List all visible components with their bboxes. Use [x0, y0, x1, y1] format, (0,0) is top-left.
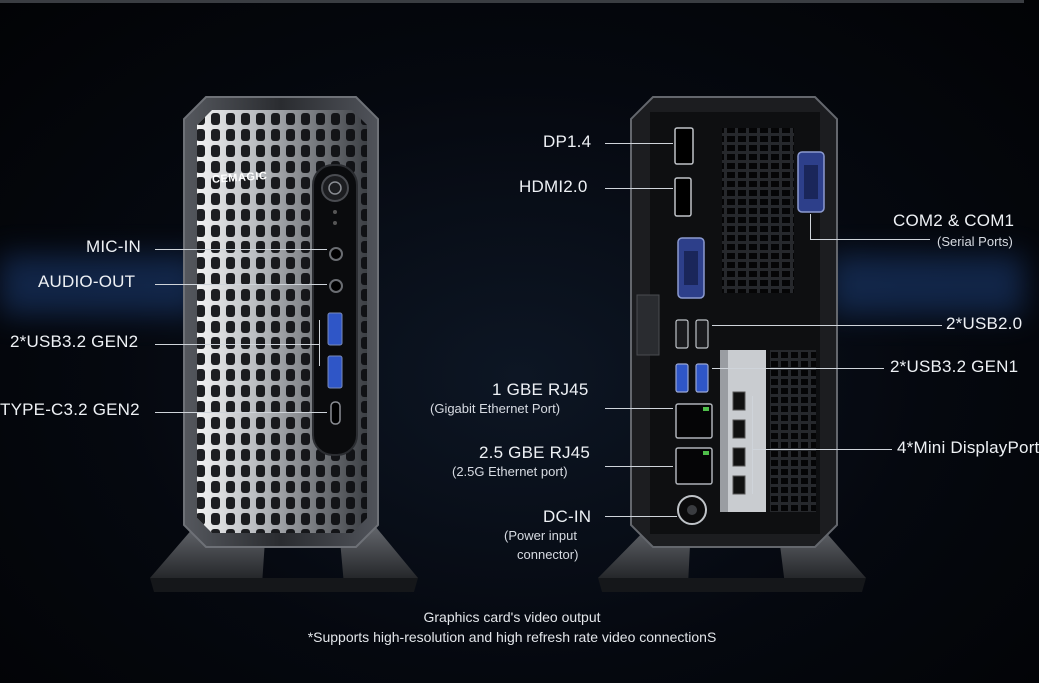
- leader-usb20: [712, 325, 942, 326]
- front-io-strip: [312, 164, 358, 456]
- label-gbe-sub: (Gigabit Ethernet Port): [430, 401, 561, 416]
- dc-in-center: [687, 505, 697, 515]
- label-dc-in-sub1: (Power input: [504, 528, 577, 543]
- upper-vent-holes: [722, 128, 794, 293]
- hdmi-port: [674, 177, 692, 217]
- caption-line-1: Graphics card's video output: [423, 609, 601, 625]
- label-dp: DP1.4: [543, 132, 592, 151]
- front-usb-c: [330, 401, 341, 425]
- leader-audio-out: [155, 284, 327, 285]
- rear-pc: [598, 96, 866, 592]
- leader-dc-in: [605, 516, 677, 517]
- power-icon: [328, 181, 342, 195]
- front-usb-a-1: [327, 312, 343, 346]
- leader-com: [810, 239, 930, 240]
- label-mic-in: MIC-IN: [86, 237, 142, 256]
- front-pc: [150, 96, 418, 592]
- front-usb-a-2: [327, 355, 343, 389]
- rj45-port-1: [675, 403, 713, 439]
- led-1: [333, 210, 337, 214]
- usb20-port-1: [675, 319, 689, 349]
- label-mini-dp: 4*Mini DisplayPort: [897, 438, 1039, 457]
- label-front-usb32: 2*USB3.2 GEN2: [10, 332, 139, 351]
- leader-gbe25: [605, 466, 673, 467]
- right-blue-glow: [830, 255, 1024, 315]
- leader-gbe: [605, 408, 673, 409]
- leader-dp: [605, 143, 673, 144]
- com-pin-block-2: [684, 251, 698, 285]
- lower-vent-holes: [770, 350, 816, 512]
- rj45-port-2: [675, 447, 713, 485]
- mini-dp-3: [732, 447, 746, 467]
- mic-jack: [329, 247, 343, 261]
- side-latch: [636, 294, 660, 356]
- label-dc-in: DC-IN: [543, 507, 592, 526]
- caption-line-2: *Supports high-resolution and high refre…: [307, 629, 717, 645]
- power-button: [321, 174, 349, 202]
- rj45-led-1: [703, 407, 709, 411]
- audio-jack: [329, 279, 343, 293]
- label-gbe25: 2.5 GBE RJ45: [479, 443, 591, 462]
- leader-mini-dp: [752, 449, 892, 450]
- label-usb20: 2*USB2.0: [946, 314, 1023, 333]
- usb32-port-1: [675, 363, 689, 393]
- mini-dp-4: [732, 475, 746, 495]
- mini-dp-2: [732, 419, 746, 439]
- gpu-bracket-shade: [720, 350, 728, 512]
- leader-mic-in: [155, 249, 327, 250]
- front-stand-foot: [150, 578, 418, 592]
- mini-dp-1: [732, 391, 746, 411]
- leader-com-vertical: [810, 214, 811, 240]
- left-blue-glow: [0, 255, 200, 315]
- leader-front-typec: [155, 412, 327, 413]
- top-edge-bar: [0, 0, 1024, 3]
- label-dc-in-sub2: connector): [517, 547, 579, 562]
- com-pin-block-1: [804, 165, 818, 199]
- label-com: COM2 & COM1: [893, 211, 1015, 230]
- rear-stand-foot: [598, 578, 866, 592]
- dp-port: [674, 127, 694, 165]
- rj45-led-2: [703, 451, 709, 455]
- label-audio-out: AUDIO-OUT: [38, 272, 136, 291]
- label-gbe25-sub: (2.5G Ethernet port): [452, 464, 568, 479]
- label-front-typec: TYPE-C3.2 GEN2: [0, 400, 140, 419]
- leader-front-usb32: [155, 344, 319, 345]
- label-rear-usb32: 2*USB3.2 GEN1: [890, 357, 1019, 376]
- led-2: [333, 221, 337, 225]
- usb20-port-2: [695, 319, 709, 349]
- leader-rear-usb32: [712, 368, 884, 369]
- label-gbe: 1 GBE RJ45: [492, 380, 589, 399]
- leader-front-usb32-bracket: [319, 320, 320, 366]
- leader-mini-dp-bracket: [752, 396, 753, 494]
- label-hdmi: HDMI2.0: [519, 177, 588, 196]
- label-com-sub: (Serial Ports): [937, 234, 1013, 249]
- leader-hdmi: [605, 188, 673, 189]
- usb32-port-2: [695, 363, 709, 393]
